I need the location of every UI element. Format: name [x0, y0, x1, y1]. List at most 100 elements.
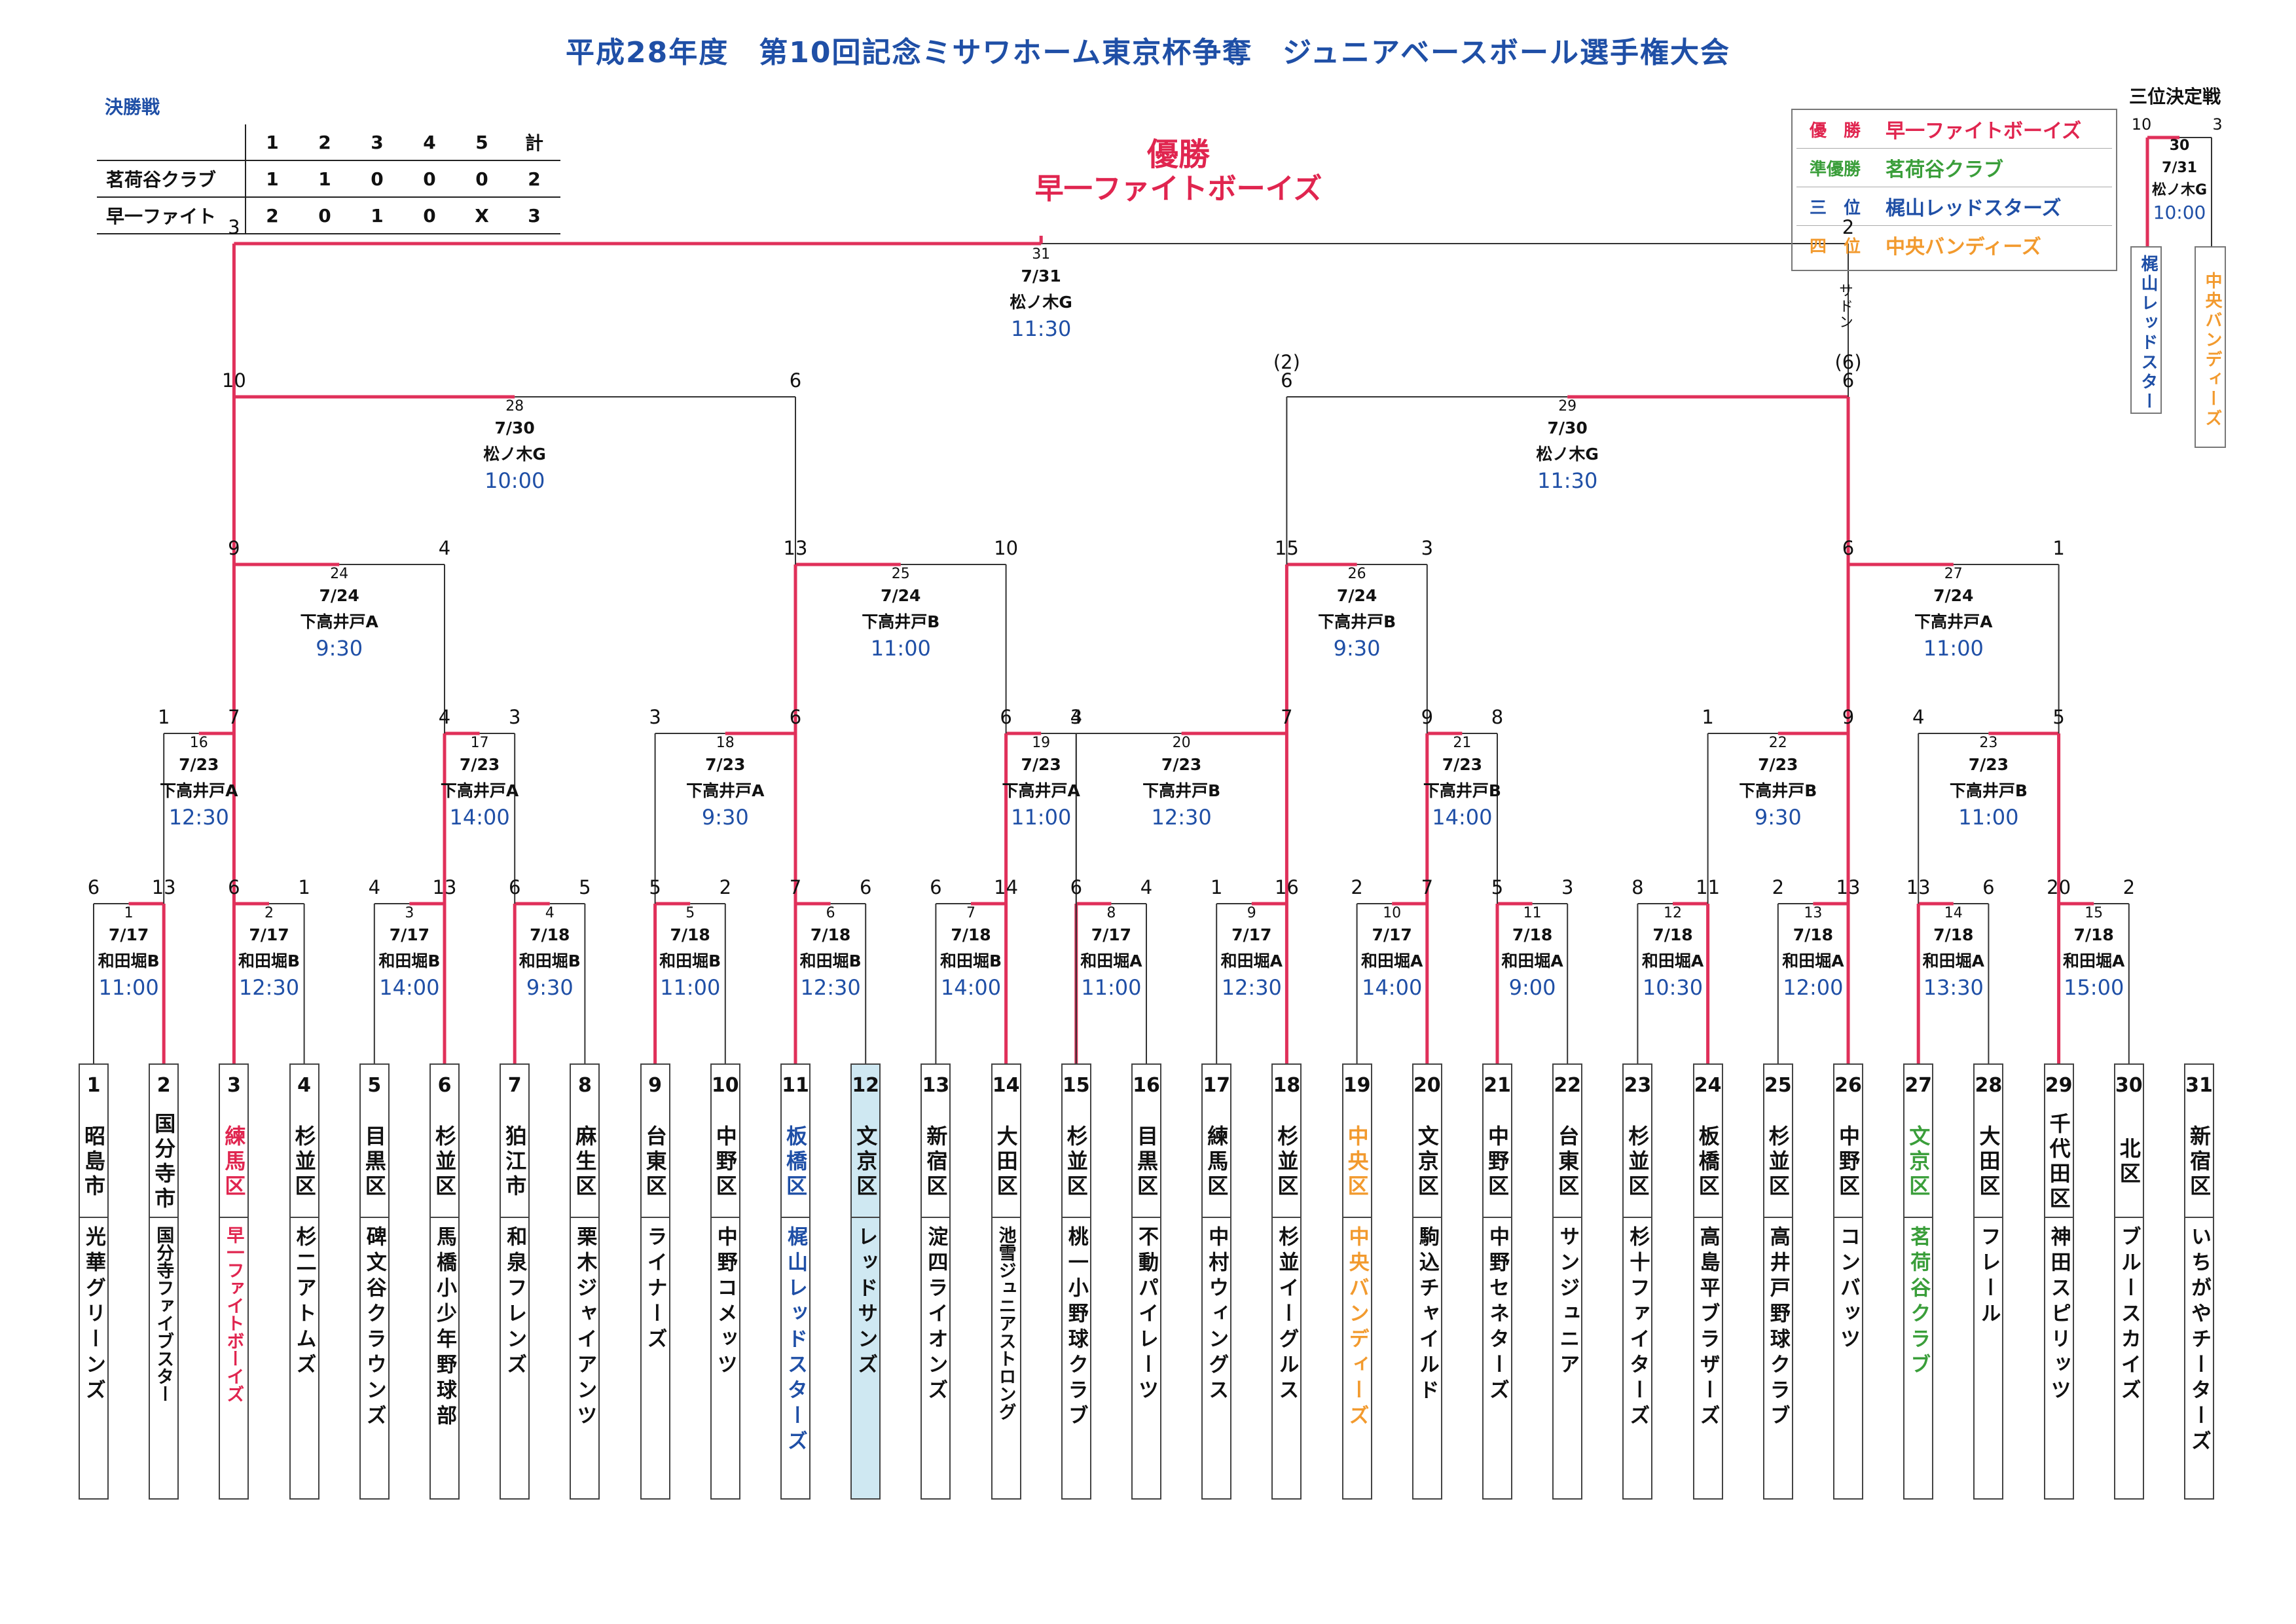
final-standings: 優 勝 早一ファイトボーイズ 準優勝 茗荷谷クラブ 三 位 梶山レッドスターズ …	[1791, 109, 2117, 271]
team-box-divider	[501, 1217, 529, 1218]
champion-team: 早一ファイトボーイズ	[1034, 172, 1322, 206]
team-name: 池雪ジュニアストロング	[995, 1226, 1016, 1420]
third-place-left-team: 梶山レッドスター	[2130, 246, 2162, 414]
score-right: 3	[1421, 537, 1434, 559]
match-venue: 下高井戸B	[1423, 781, 1501, 800]
score-left: 5	[649, 876, 661, 898]
match-number: 12	[1664, 905, 1682, 921]
score-right: 3	[508, 706, 521, 728]
match-number: 9	[1247, 905, 1256, 921]
inning-header: 3	[351, 124, 403, 161]
team-box-divider	[2185, 1217, 2213, 1218]
team-area: 千代田区	[2046, 1113, 2071, 1212]
match-date: 7/24	[319, 586, 359, 605]
inning-score: 1	[246, 160, 299, 198]
match-date: 7/18	[530, 925, 570, 944]
inning-header: 5	[456, 124, 508, 161]
team-area: 昭島市	[81, 1125, 106, 1200]
team-box-divider	[1764, 1217, 1792, 1218]
score-right: 1	[298, 876, 310, 898]
match-number: 1	[124, 905, 134, 921]
score-right: 6	[859, 876, 872, 898]
match-number: 19	[1032, 735, 1051, 751]
score-right: 14	[994, 876, 1019, 898]
inning-score: 0	[299, 197, 351, 234]
match-time: 9:30	[526, 975, 574, 1000]
score-left: 8	[1631, 876, 1644, 898]
team-number: 12	[852, 1074, 880, 1097]
match-date: 7/18	[2073, 925, 2114, 944]
score-left: 3	[649, 706, 661, 728]
score-right: 3	[1561, 876, 1574, 898]
team-area: 新宿区	[923, 1125, 949, 1200]
match-time: 11:30	[1537, 468, 1598, 493]
team-name: コンバッツ	[1836, 1226, 1860, 1354]
team-area: 大田区	[1976, 1125, 2001, 1200]
match-venue: 和田堀A	[1501, 951, 1563, 970]
score-left: 3	[1070, 706, 1083, 728]
score-left: 6	[1281, 369, 1293, 392]
match-venue: 下高井戸B	[1318, 612, 1396, 631]
final-scoreboard: 1 2 3 4 5 計 茗荷谷クラブ 1 1 0 0 0 2 早一ファイト 2 …	[97, 124, 560, 234]
match-date: 7/31	[1021, 267, 1061, 286]
score-left: 9	[1421, 706, 1434, 728]
team-box-divider	[220, 1217, 248, 1218]
team-area: 新宿区	[2187, 1125, 2212, 1200]
team-area: 杉並区	[1063, 1125, 1089, 1200]
match-venue: 松ノ木G	[1536, 445, 1599, 464]
scoreboard-team: 茗荷谷クラブ	[97, 160, 246, 198]
score-right: 6	[1982, 876, 1995, 898]
team-name: 高島平ブラザーズ	[1696, 1226, 1720, 1430]
team-name: 中野セネターズ	[1485, 1226, 1509, 1405]
team-box-divider	[711, 1217, 739, 1218]
match-time: 12:30	[800, 975, 861, 1000]
standing-row: 準優勝 茗荷谷クラブ	[1796, 149, 2112, 187]
team-box-divider	[1203, 1217, 1231, 1218]
match-venue: 下高井戸A	[160, 781, 238, 800]
score-right: 4	[1140, 876, 1153, 898]
score-right: 2	[2123, 876, 2136, 898]
score-right: 13	[1836, 876, 1861, 898]
match-venue: 松ノ木G	[2151, 182, 2208, 198]
total-score: 3	[508, 197, 560, 234]
match-venue: 下高井戸B	[1142, 781, 1221, 800]
team-number: 25	[1764, 1074, 1792, 1097]
team-box: 15 杉並区桃一小野球クラブ	[1061, 1063, 1091, 1500]
team-number: 8	[577, 1074, 592, 1097]
match-number: 11	[1523, 905, 1542, 921]
total-score: 2	[508, 160, 560, 198]
inning-score: 0	[403, 160, 456, 198]
match-number: 2	[264, 905, 274, 921]
match-number: 7	[966, 905, 975, 921]
match-time: 10:00	[484, 468, 545, 493]
team-name: 桃一小野球クラブ	[1064, 1226, 1088, 1430]
score-right: 10	[994, 537, 1019, 559]
team-number: 21	[1484, 1074, 1511, 1097]
team-name: サンジュニア	[1556, 1226, 1580, 1379]
team-area: 杉並区	[291, 1125, 317, 1200]
team-name: 神田スピリッツ	[2047, 1226, 2071, 1405]
team-name: 中央バンディーズ	[1345, 1226, 1369, 1430]
team-number: 15	[1062, 1074, 1090, 1097]
team-number: 17	[1203, 1074, 1231, 1097]
match-time: 11:00	[1923, 636, 1984, 661]
team-area: 文京区	[853, 1125, 879, 1200]
match-venue: 和田堀B	[238, 951, 301, 970]
team-number: 16	[1133, 1074, 1160, 1097]
third-score-right: 3	[2212, 115, 2223, 134]
match-time: 12:30	[168, 805, 229, 830]
match-time: 14:00	[1432, 805, 1493, 830]
